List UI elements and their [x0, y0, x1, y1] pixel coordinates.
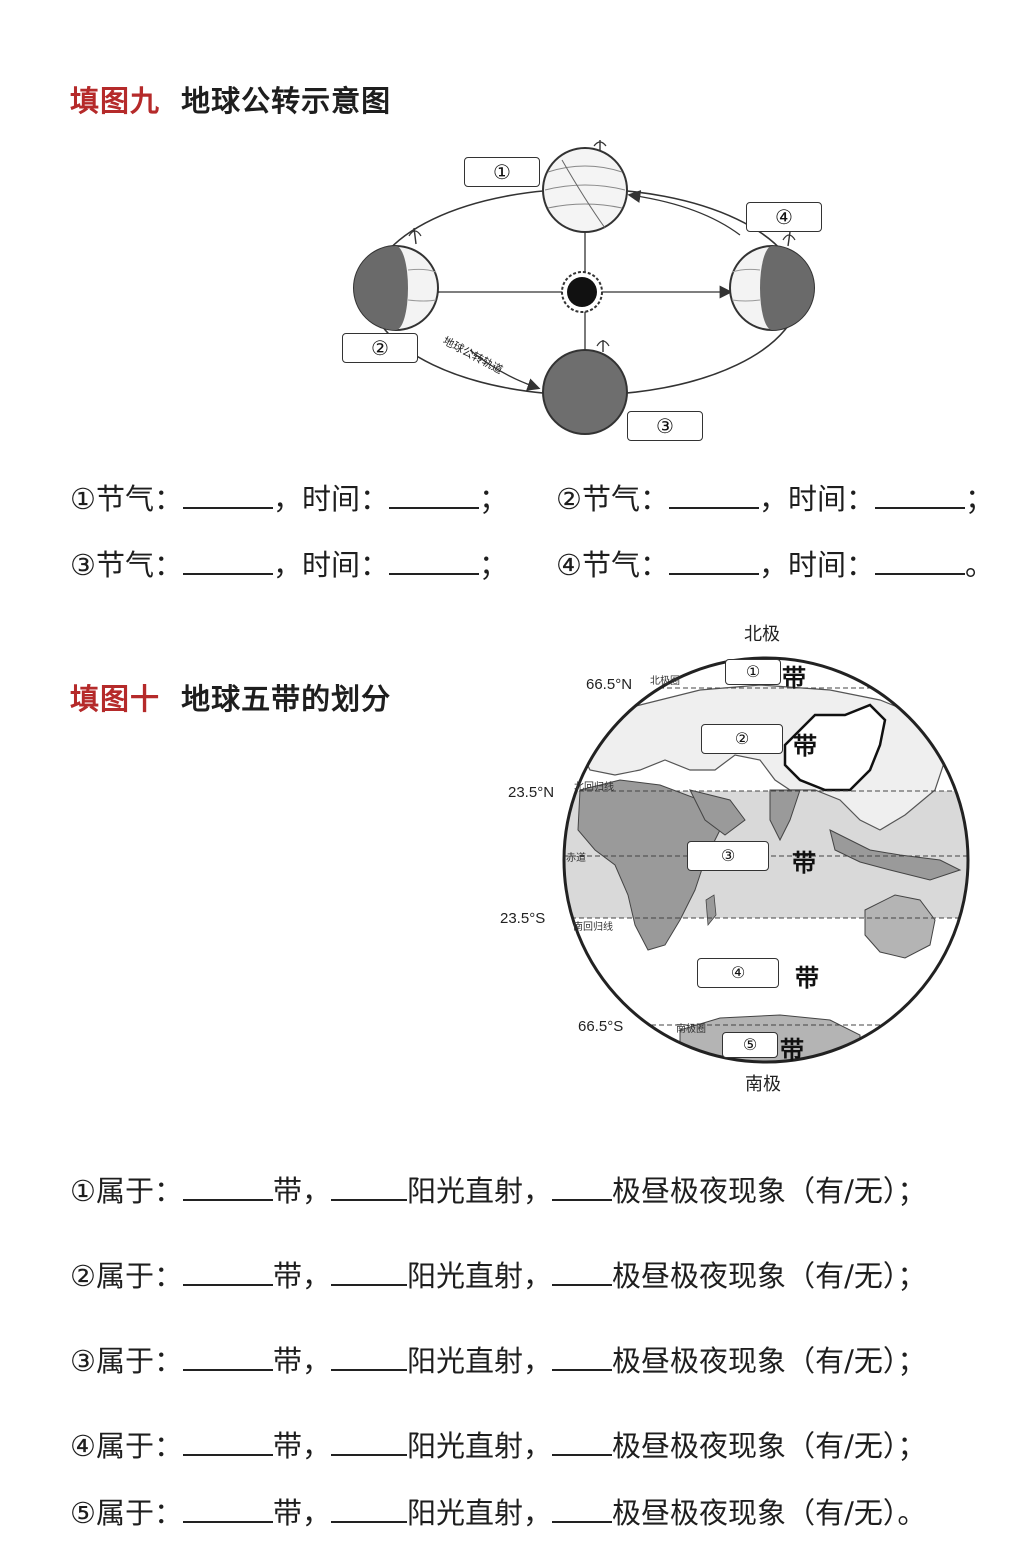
answer-blank[interactable] — [183, 1517, 274, 1523]
fig9-title-text: 地球公转示意图 — [181, 84, 392, 118]
fig10-title-num: 填图十 — [70, 682, 161, 716]
revolution-diagram: 地球公转轨道 — [353, 140, 815, 435]
arabia-landmass — [689, 789, 746, 836]
answer-blank[interactable] — [552, 1517, 613, 1523]
africa-landmass — [577, 779, 721, 951]
answer-blank[interactable] — [552, 1195, 613, 1201]
answer-blank[interactable] — [183, 1365, 274, 1371]
fig10-row-3: ③属于：带，阳光直射，极昼极夜现象（有/无）； — [70, 1344, 927, 1378]
answer-blank[interactable] — [331, 1280, 408, 1286]
zone-dai-5: 带 — [780, 1036, 804, 1064]
orbit-label: 地球公转轨道 — [441, 333, 506, 376]
earth-left — [353, 227, 439, 331]
earth-top — [542, 140, 628, 233]
fig10-row-4: ④属于：带，阳光直射，极昼极夜现象（有/无）； — [70, 1429, 927, 1463]
line-label-cancer: 北回归线 — [574, 780, 614, 793]
zone-box-2[interactable]: ② — [701, 724, 783, 754]
fig10-title: 填图十 地球五带的划分 — [70, 676, 391, 718]
zone-box-4[interactable]: ④ — [697, 958, 779, 988]
fig9-question-1: ①节气：，时间：； — [70, 482, 509, 516]
answer-blank[interactable] — [331, 1517, 408, 1523]
india-landmass — [769, 789, 801, 842]
fig9-box-3[interactable]: ③ — [627, 411, 703, 441]
answer-blank[interactable] — [552, 1365, 613, 1371]
lat-label-66s: 66.5°S — [578, 1018, 624, 1035]
answer-blank[interactable] — [331, 1195, 408, 1201]
zone-dai-3: 带 — [792, 849, 816, 877]
fig9-question-3: ③节气：，时间：； — [70, 548, 509, 582]
answer-blank[interactable] — [669, 569, 760, 575]
answer-blank[interactable] — [552, 1450, 613, 1456]
fig9-box-2[interactable]: ② — [342, 333, 418, 363]
globe-outline — [562, 656, 970, 1064]
south-pole-label: 南极 — [745, 1074, 781, 1094]
fig9-title-num: 填图九 — [70, 84, 161, 118]
lat-label-23s: 23.5°S — [500, 910, 546, 927]
north-pole-label: 北极 — [744, 624, 780, 644]
earth-right — [729, 231, 815, 331]
lat-label-23n: 23.5°N — [508, 784, 555, 801]
answer-blank[interactable] — [669, 503, 760, 509]
line-label-antarctic: 南极圈 — [676, 1022, 706, 1035]
zone-box-1[interactable]: ① — [725, 659, 781, 685]
fig9-title: 填图九 地球公转示意图 — [70, 78, 391, 120]
answer-blank[interactable] — [183, 1280, 274, 1286]
australia-landmass — [864, 894, 936, 959]
fig10-title-text: 地球五带的划分 — [181, 682, 392, 716]
answer-blank[interactable] — [552, 1280, 613, 1286]
answer-blank[interactable] — [389, 503, 480, 509]
earth-bottom — [542, 340, 628, 435]
orbit-arrow-left — [469, 349, 541, 391]
answer-blank[interactable] — [331, 1450, 408, 1456]
zone-box-3[interactable]: ③ — [687, 841, 769, 871]
fig10-row-1: ①属于：带，阳光直射，极昼极夜现象（有/无）； — [70, 1174, 927, 1208]
fig10-row-5: ⑤属于：带，阳光直射，极昼极夜现象（有/无）。 — [70, 1496, 927, 1530]
zone-dai-4: 带 — [795, 964, 819, 992]
answer-blank[interactable] — [183, 1450, 274, 1456]
answer-blank[interactable] — [875, 569, 966, 575]
lat-label-66n: 66.5°N — [586, 676, 633, 693]
answer-blank[interactable] — [183, 1195, 274, 1201]
fig10-row-2: ②属于：带，阳光直射，极昼极夜现象（有/无）； — [70, 1259, 927, 1293]
fig9-question-2: ②节气：，时间：； — [556, 482, 995, 516]
answer-blank[interactable] — [875, 503, 966, 509]
zone-box-5[interactable]: ⑤ — [722, 1032, 778, 1058]
orbit-arrow-right — [627, 190, 741, 236]
zone-dai-2: 带 — [793, 732, 817, 760]
answer-blank[interactable] — [183, 569, 274, 575]
sun-icon — [561, 271, 603, 313]
fig9-box-4[interactable]: ④ — [746, 202, 822, 232]
fig9-question-4: ④节气：，时间：。 — [556, 548, 995, 582]
fig9-box-1[interactable]: ① — [464, 157, 540, 187]
answer-blank[interactable] — [183, 503, 274, 509]
answer-blank[interactable] — [331, 1365, 408, 1371]
answer-blank[interactable] — [389, 569, 480, 575]
china-outline — [783, 703, 887, 792]
line-label-arctic: 北极圈 — [650, 674, 680, 687]
zone-dai-1: 带 — [782, 664, 806, 692]
line-label-capricorn: 南回归线 — [573, 920, 613, 933]
line-label-equator: 赤道 — [566, 851, 586, 864]
